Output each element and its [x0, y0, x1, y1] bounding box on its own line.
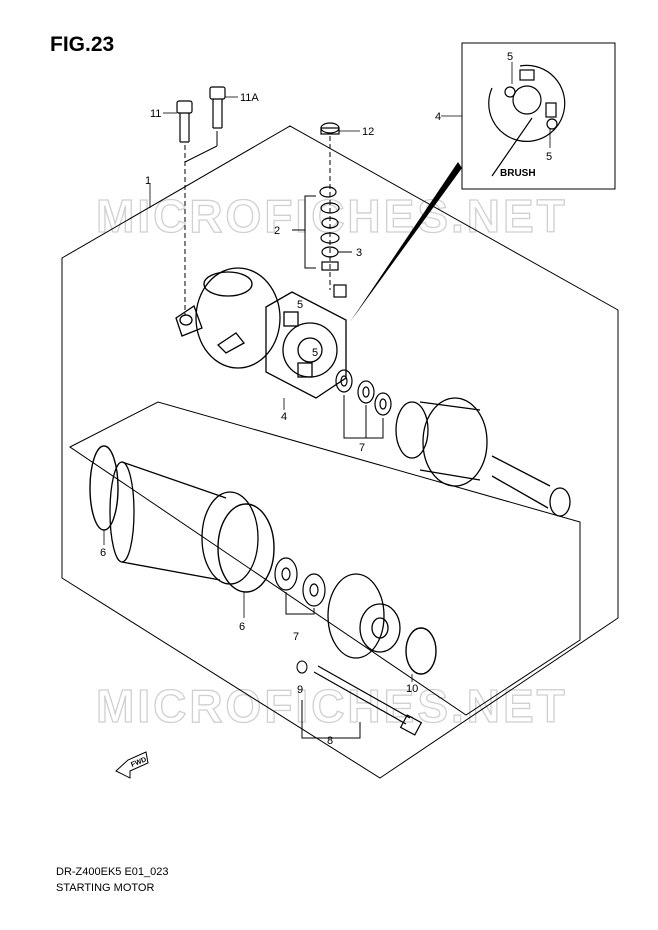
o-ring-10 [405, 627, 437, 675]
callout-5-b: 5 [312, 347, 318, 359]
callout-6-left: 6 [100, 547, 106, 559]
callout-6-right: 6 [239, 621, 245, 633]
washer-9 [296, 660, 308, 674]
callout-7-upper: 7 [359, 442, 365, 454]
brush-inset-box [461, 42, 616, 190]
callout-4-inset: 4 [435, 111, 441, 123]
callout-8: 8 [327, 735, 333, 747]
bolt-11 [176, 100, 193, 143]
callout-5-a: 5 [297, 299, 303, 311]
callout-12: 12 [362, 126, 374, 138]
watermark-bottom: MICROFICHES.NET [96, 680, 568, 732]
bolt-11a [209, 86, 226, 129]
fwd-arrow-icon [115, 751, 149, 779]
callout-5-inset-bottom: 5 [546, 151, 552, 163]
front-housing [327, 573, 401, 659]
callout-5-inset-top: 5 [507, 51, 513, 63]
figure-title: FIG.23 [50, 33, 115, 56]
o-rings-6 [89, 445, 275, 593]
through-bolt-8 [313, 665, 423, 736]
sub-assembly-outline [69, 401, 581, 716]
callout-11a: 11A [240, 92, 259, 104]
leader-lines [103, 62, 551, 682]
washers-7-lower [274, 557, 326, 607]
callout-3: 3 [356, 247, 362, 259]
footer-name: STARTING MOTOR [56, 882, 155, 894]
callout-1: 1 [145, 175, 151, 187]
callout-9: 9 [297, 684, 303, 696]
rear-cover [175, 267, 281, 369]
callout-7-lower: 7 [293, 631, 299, 643]
callout-4: 4 [281, 411, 287, 423]
callout-10: 10 [406, 683, 418, 695]
brush-plate [265, 291, 347, 399]
armature [395, 397, 571, 517]
washers-7-upper [335, 369, 392, 416]
washer-stack [319, 186, 347, 298]
callout-2: 2 [274, 225, 280, 237]
inset-pointer [350, 162, 462, 322]
callout-11: 11 [150, 108, 161, 120]
brush-label: BRUSH [500, 168, 536, 179]
assembly-outline [61, 125, 619, 779]
footer-code: DR-Z400EK5 E01_023 [56, 866, 169, 878]
yoke [109, 461, 259, 585]
nut-12 [320, 122, 340, 135]
